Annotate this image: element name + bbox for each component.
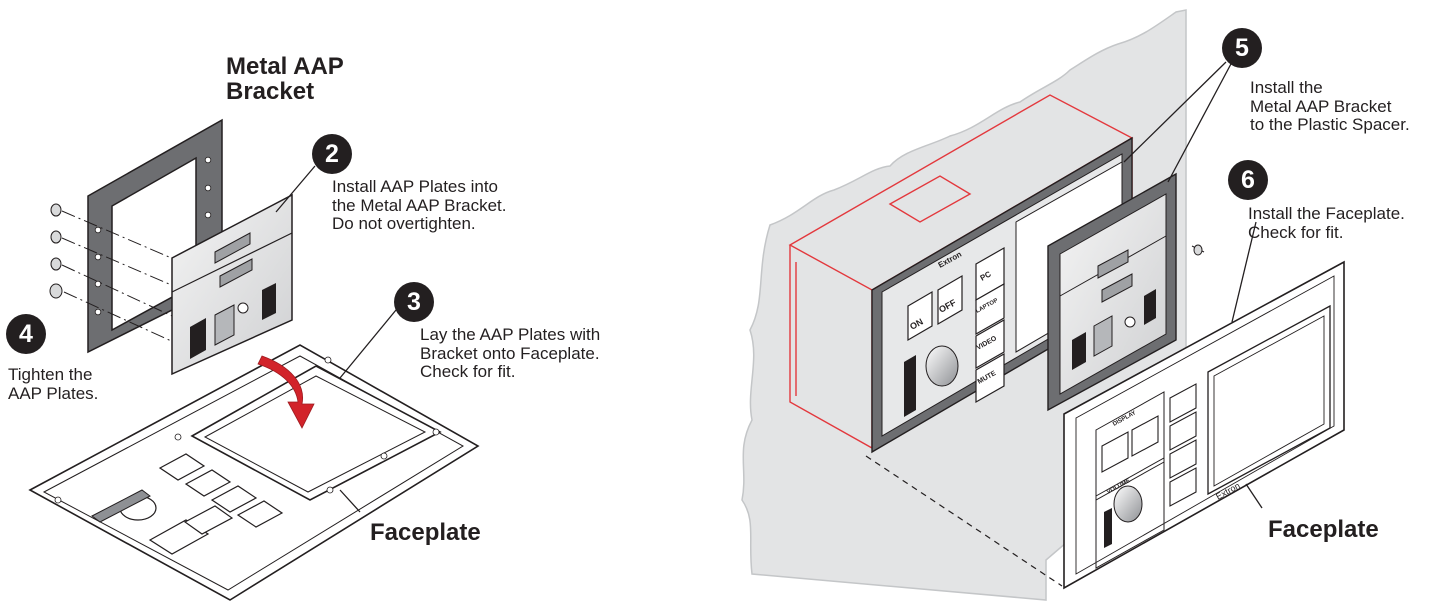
bracket-title-line-1: Metal AAP <box>226 53 344 80</box>
step-5-line-3: to the Plastic Spacer. <box>1250 115 1410 134</box>
step-5-line-2: Metal AAP Bracket <box>1250 96 1392 116</box>
step-3-badge: 3 <box>394 282 434 322</box>
step-4-text: Tighten the AAP Plates. <box>8 365 99 403</box>
step-5-badge: 5 <box>1222 28 1262 68</box>
step-5-line-1: Install the <box>1250 78 1323 97</box>
step-3-line-3: Check for fit. <box>420 362 516 381</box>
aap-plates <box>171 193 293 376</box>
step-2-badge: 2 <box>312 134 352 174</box>
step-6-line-2: Check for fit. <box>1248 222 1344 242</box>
step-3-line-2: Bracket onto Faceplate. <box>420 343 600 363</box>
step-2-text: Install AAP Plates into the Metal AAP Br… <box>332 177 507 234</box>
step-4-badge: 4 <box>6 314 46 354</box>
step-5-text: Install the Metal AAP Bracket to the Pla… <box>1250 78 1410 135</box>
step-6-line-1: Install the Faceplate. <box>1248 204 1405 223</box>
bracket-title-line-2: Bracket <box>226 78 315 105</box>
step-2-line-2: the Metal AAP Bracket. <box>332 195 507 215</box>
callout-leaders-left <box>275 165 397 513</box>
faceplate-label-left: Faceplate <box>370 519 481 546</box>
bracket-title: Metal AAP Bracket <box>226 54 344 104</box>
step-3-line-1: Lay the AAP Plates with <box>420 325 601 344</box>
left-faceplate <box>28 344 480 601</box>
step-6-text: Install the Faceplate. Check for fit. <box>1248 204 1405 242</box>
flip-arrow <box>257 355 315 429</box>
faceplate-label-right: Faceplate <box>1268 516 1379 543</box>
step-3-text: Lay the AAP Plates with Bracket onto Fac… <box>420 325 601 382</box>
right-faceplate <box>1063 260 1345 590</box>
step-2-line-3: Do not overtighten. <box>332 214 476 233</box>
step-4-line-1: Tighten the <box>8 365 93 384</box>
step-4-line-2: AAP Plates. <box>8 383 99 403</box>
callout-leaders-right <box>1123 61 1263 509</box>
alignment-lines <box>61 210 191 346</box>
step-6-badge: 6 <box>1228 160 1268 200</box>
right-aap-bracket <box>1047 172 1177 412</box>
bracket-screw <box>1191 244 1205 256</box>
mounting-screws <box>49 203 63 299</box>
step-2-line-1: Install AAP Plates into <box>332 177 499 196</box>
